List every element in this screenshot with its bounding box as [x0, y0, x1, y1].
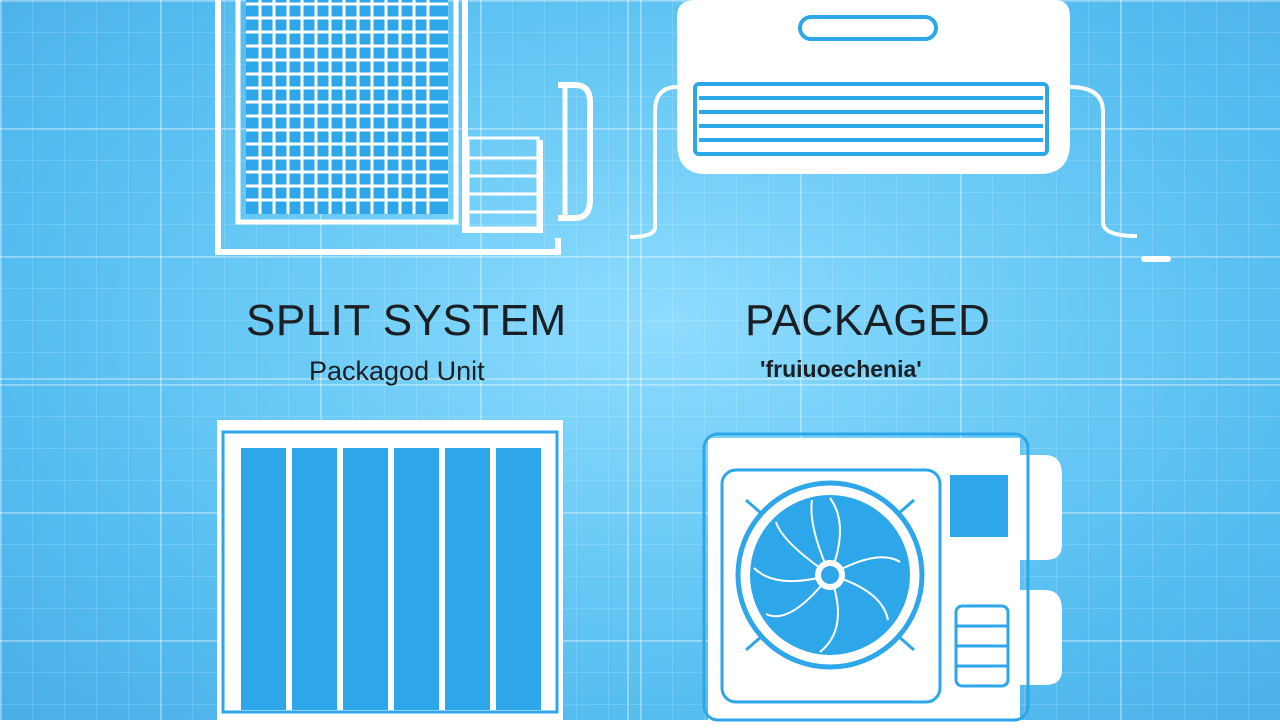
packaged-subtitle: 'fruiuoechenia': [760, 356, 922, 382]
horizontal-divider: [0, 378, 1280, 380]
vertical-divider: [627, 0, 629, 720]
outdoor-condenser-grille-icon: [215, 0, 593, 255]
vertical-slats: [241, 448, 541, 710]
control-panel: [950, 475, 1008, 537]
service-vent: [954, 604, 1010, 688]
grille-lines: [246, 0, 448, 214]
outdoor-fan-unit-icon: [702, 432, 1062, 722]
refrigerant-lines: [629, 85, 1138, 239]
split-system-subtitle: Packagod Unit: [309, 356, 485, 386]
side-vent-lines: [466, 136, 540, 230]
panel-unit-icon: [217, 420, 563, 720]
wall-mounted-indoor-unit-icon: [629, 0, 1171, 262]
split-system-title: SPLIT SYSTEM: [246, 296, 567, 345]
packaged-title: PACKAGED: [745, 296, 991, 345]
